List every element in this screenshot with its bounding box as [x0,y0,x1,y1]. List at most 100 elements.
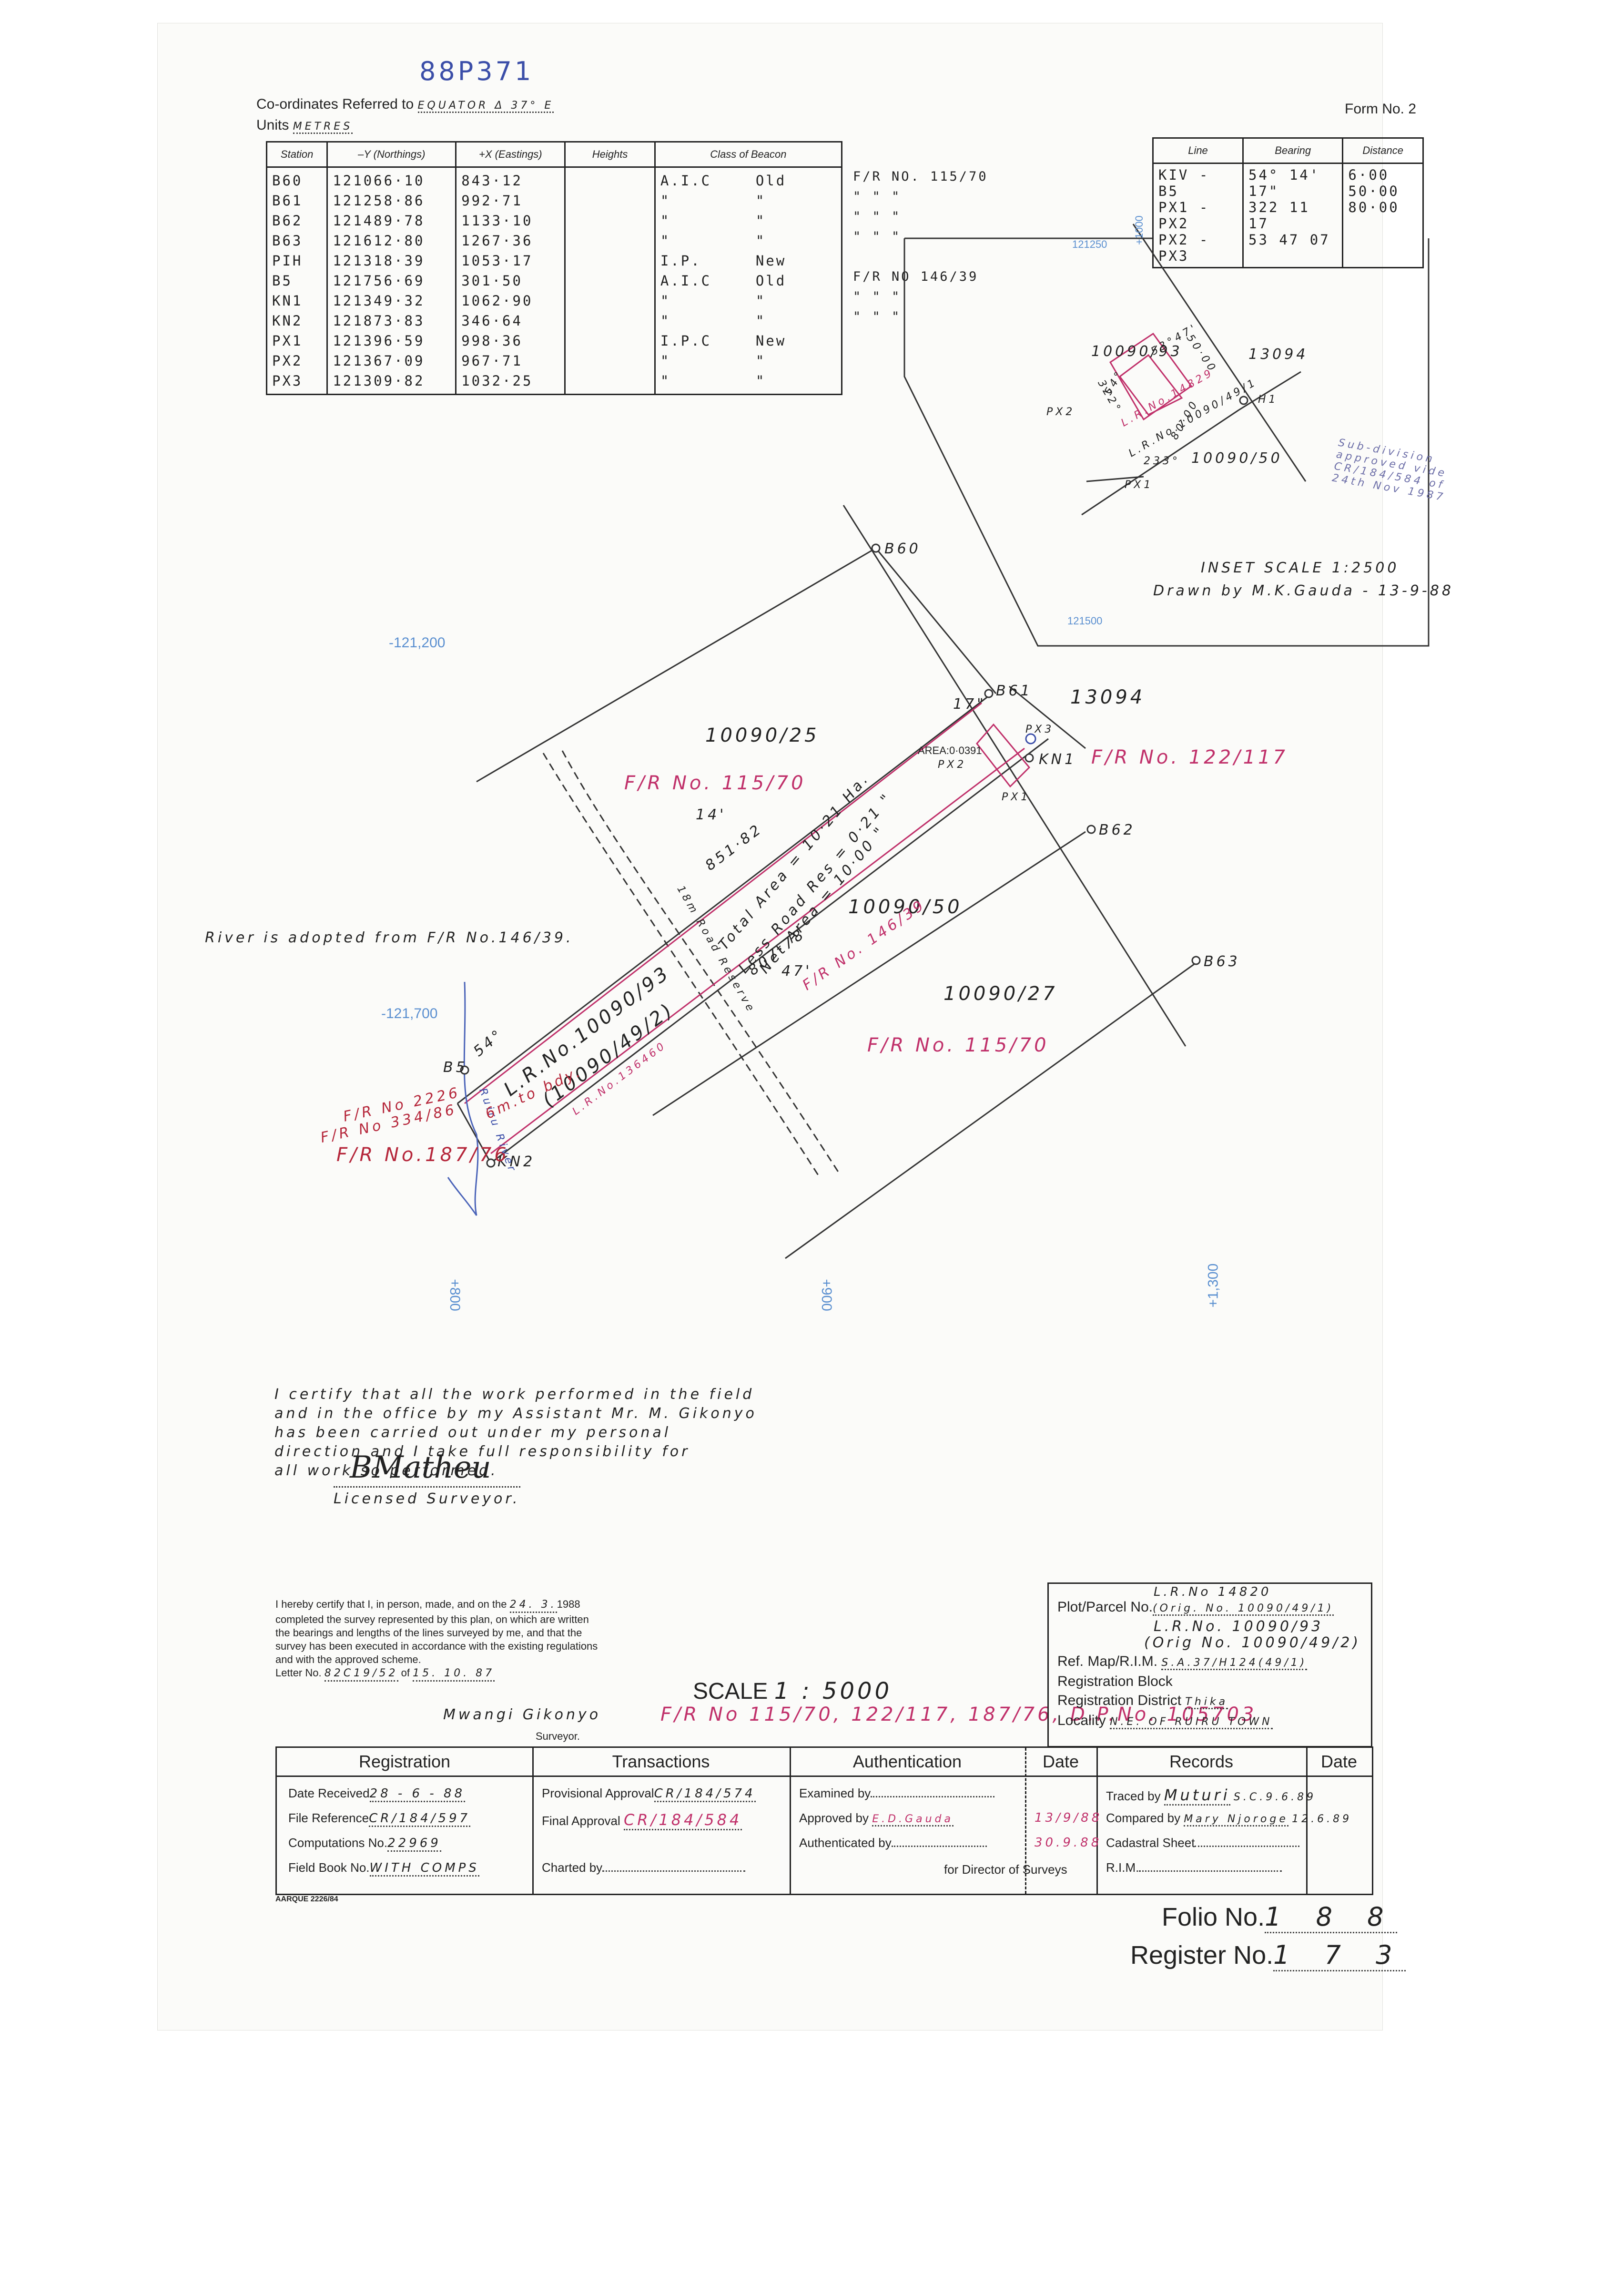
col-line: Line [1152,137,1244,164]
inset-px2: PX2 [1046,406,1075,418]
ref-map-row: Ref. Map/R.I.M. S.A.37/H124(49/1) [1057,1653,1308,1670]
surveyor-name: Mwangi Gikonyo [443,1706,601,1723]
inset-grid-label: 121250 [1072,238,1107,250]
beacon-class-cell: "" [660,233,766,249]
bearing-cell: 322 11 17 [1248,199,1310,232]
locality-row: Locality N.E. OF RUIRU TOWN [1057,1713,1273,1729]
inset-border [903,238,1430,647]
cadastral-sheet-row: Cadastral Sheet [1106,1836,1300,1850]
northing-cell: 121612·80 [333,233,425,249]
fr-reference: F/R No.187/76 [336,1144,509,1166]
distance-cell: 80·00 [1348,199,1400,215]
header-transactions: Transactions [532,1748,790,1777]
grid-label: +1,300 [1205,1263,1221,1308]
beacon-kn1 [1025,753,1034,763]
col-northings: –Y (Northings) [326,141,457,168]
beacon-b60 [871,543,881,553]
authenticated-date: 30.9.88 [1035,1836,1102,1850]
licensed-surveyor-title: Licensed Surveyor. [334,1486,520,1507]
file-reference-row: File ReferenceCR/184/597 [288,1811,471,1827]
station-cell: B5 [272,273,293,289]
parcel-label: 13094 [1070,686,1146,708]
surveyor-label: Surveyor. [536,1730,580,1742]
header-registration: Registration [277,1748,532,1777]
beacon-b5 [460,1065,469,1075]
northing-cell: 121489·78 [333,213,425,229]
easting-cell: 1062·90 [461,293,533,309]
beacon-h1 [1239,396,1248,405]
plot-parcel-row: Plot/Parcel No.(Orig. No. 10090/49/1) [1057,1599,1334,1616]
inset-line [1132,224,1307,482]
inset-angle: 233° [1144,455,1180,467]
angle-label: 14' [696,806,727,823]
road-reserve-line [542,753,821,1178]
beacon-label: B5 [443,1059,468,1076]
lr-number-top: L.R.No 14820 [1154,1585,1272,1599]
file-reference-column: F/R NO. 115/70" " "" " "" " " F/R NO 146… [853,167,988,387]
scale-fr-references: F/R No 115/70, 122/117, 187/76, D.P.No. … [660,1704,1257,1725]
file-reference-cell: " " " [853,209,902,224]
inset-drawn-by: Drawn by M.K.Gauda - 13-9-88 [1153,582,1454,599]
station-cell: B60 [272,173,303,189]
beacon-class-cell: I.P.New [660,253,787,269]
line-cell: PX2 - PX3 [1158,232,1210,264]
small-area-label: AREA:0·0391 [918,745,982,756]
grid-label: +900 [818,1279,834,1311]
beacon-b61 [984,689,994,698]
distance-cell: 6·00 [1348,167,1390,183]
print-code: AARQUE 2226/84 [275,1895,338,1903]
easting-cell: 967·71 [461,353,523,369]
beacon-label: KN1 [1039,751,1077,768]
inset-parcel-main [976,723,1031,788]
file-reference-cell: F/R NO. 115/70 [853,169,988,184]
inset-grid-label: 121500 [1067,615,1103,627]
parcel-label: 10090/27 [943,983,1058,1005]
header-authentication: Authentication [790,1748,1025,1777]
northing-cell: 121396·59 [333,333,425,349]
northing-cell: 121309·82 [333,373,425,389]
station-cell: B63 [272,233,303,249]
beacon-b63 [1191,956,1201,965]
coordinates-value: EQUATOR Δ 37° E [417,100,554,113]
beacon-class-cell: "" [660,193,766,209]
easting-cell: 992·71 [461,193,523,209]
beacon-px3 [1025,733,1036,745]
inset-parcel-label: 10090/93 [1091,343,1183,360]
register-number: Register No.1 7 3 [1130,1940,1406,1971]
grid-label: -121,700 [381,1006,438,1021]
line-cell: PX1 - PX2 [1158,199,1210,232]
file-reference-cell: F/R NO 146/39 [853,269,979,284]
col-heights: Heights [564,141,656,168]
units-value: METRES [293,121,353,134]
inset-parcel-outline [1118,354,1183,416]
northing-cell: 121258·86 [333,193,425,209]
boundary-line [1009,685,1086,749]
beacon-class-cell: "" [660,353,766,369]
beacon-class-cell: "" [660,313,766,329]
inset-line [1086,476,1144,482]
station-cell: PX2 [272,353,303,369]
grid-label: -121,200 [389,635,446,651]
easting-cell: 998·36 [461,333,523,349]
northing-cell: 121066·10 [333,173,425,189]
date-received-row: Date Received28 - 6 - 88 [288,1786,466,1802]
station-cell: PX1 [272,333,303,349]
file-reference-cell: " " " [853,309,902,324]
beacon-label: PX3 [1025,724,1055,735]
beacon-label: B61 [996,683,1033,699]
inset-line [1238,371,1301,411]
survey-statement: I hereby certify that I, in person, made… [275,1598,598,1682]
parcel-label: 10090/50 [848,896,963,918]
header-records: Records [1096,1748,1306,1777]
beacon-label: KN2 [497,1153,536,1170]
inset-parcel-label: 13094 [1248,346,1309,363]
orig-number-2: (Orig No. 10090/49/2) [1144,1634,1361,1651]
boundary-line [842,505,1187,1047]
beacon-label: PX1 [1002,791,1031,803]
director-label: for Director of Surveys [944,1862,1067,1877]
